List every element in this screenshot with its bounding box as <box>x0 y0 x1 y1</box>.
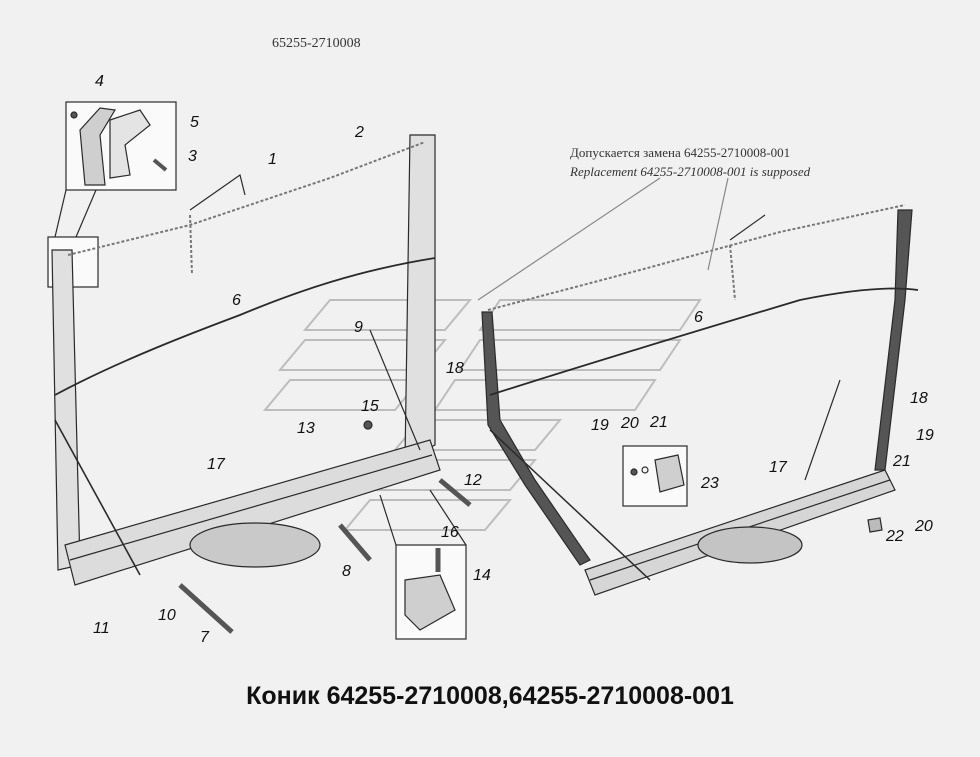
right-left-post <box>481 311 591 566</box>
crossbeam <box>64 439 441 586</box>
callout-9: 9 <box>354 319 363 336</box>
callout-18-left: 18 <box>446 360 464 377</box>
callout-22: 22 <box>885 528 904 545</box>
callout-17-left: 17 <box>207 456 226 473</box>
left-konik-assembly <box>47 101 472 640</box>
callout-19-right: 19 <box>916 427 934 444</box>
callout-18-right: 18 <box>910 390 928 407</box>
callout-21-left: 21 <box>649 414 668 431</box>
right-upright-post <box>404 134 436 461</box>
callout-20-left: 20 <box>620 415 639 432</box>
note-ru: Допускается замена 64255-2710008-001 <box>570 145 791 160</box>
replacement-note: Допускается замена 64255-2710008-001 Rep… <box>570 143 810 181</box>
left-upright-post <box>51 249 81 571</box>
callout-21-right: 21 <box>892 453 911 470</box>
callout-11: 11 <box>93 620 110 637</box>
bolt-7 <box>178 583 234 634</box>
callout-7: 7 <box>200 629 210 646</box>
cable <box>54 257 436 396</box>
nut-13 <box>363 420 373 430</box>
callout-4: 4 <box>95 73 104 90</box>
callout-14: 14 <box>473 567 491 584</box>
callout-10: 10 <box>158 607 176 624</box>
callout-16: 16 <box>441 524 459 541</box>
figure-caption: Коник 64255-2710008,64255-2710008-001 <box>246 682 734 710</box>
callout-12: 12 <box>464 472 482 489</box>
callout-6-left: 6 <box>232 292 241 309</box>
callout-19-left: 19 <box>591 417 609 434</box>
saddle-disc <box>189 522 321 568</box>
bolt-8 <box>338 523 372 562</box>
watermark-logo <box>262 299 702 531</box>
callout-15: 15 <box>361 398 379 415</box>
callout-numbers: 4 5 3 2 1 6 9 18 15 13 17 12 16 14 8 10 … <box>93 73 934 646</box>
right-konik-assembly <box>477 177 919 596</box>
callout-2: 2 <box>354 124 364 141</box>
note-en: Replacement 64255-2710008-001 is suppose… <box>570 164 811 179</box>
callout-5: 5 <box>190 114 199 131</box>
callout-3: 3 <box>188 148 197 165</box>
callout-6-right: 6 <box>694 309 703 326</box>
callout-8: 8 <box>342 563 351 580</box>
drawing-code: 65255-2710008 <box>272 36 361 51</box>
callout-1: 1 <box>268 151 277 168</box>
right-right-post <box>874 209 913 471</box>
bolt-12 <box>438 478 472 507</box>
chain <box>67 141 426 256</box>
callout-17-right: 17 <box>769 459 788 476</box>
callout-13: 13 <box>297 420 315 437</box>
callout-20-right: 20 <box>914 518 933 535</box>
callout-23: 23 <box>700 475 719 492</box>
